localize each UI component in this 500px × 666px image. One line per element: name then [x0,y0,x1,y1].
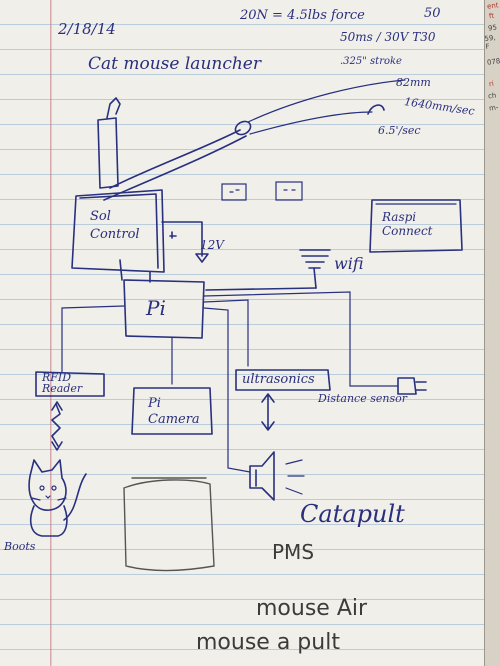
solenoid-rating: 50ms / 30V T30 [340,30,436,44]
speed-fps-spec: 6.5'/sec [378,124,421,137]
rfid-box [35,371,105,397]
raspi-connect-box [369,199,463,253]
stroke-spec: .325" stroke [340,56,402,67]
ultrasonics-box [235,369,331,431]
distance-spec: 82mm [396,76,431,89]
voltage-label: 12V [200,238,224,252]
pi-camera-box [131,387,213,435]
adjacent-page-edge: ent ft 95 59, F 078 ri ch m- [484,0,500,666]
force-spec: 20N = 4.5lbs force [240,8,365,23]
wifi-label: wifi [334,254,364,273]
solenoid-sketch [97,97,121,189]
sol-control-label: Sol Control [90,209,140,242]
note-mouse-air: mouse Air [256,596,368,621]
distance-sensor-label: Distance sensor [318,392,407,405]
note-pms: PMS [272,540,315,564]
cat-name-label: Boots [4,540,36,553]
pi-connections [61,291,399,473]
launcher-arm-sketch [103,79,406,201]
display-screen-sketch [123,477,215,572]
rfid-cat-link [51,401,63,451]
pi-label: Pi [146,296,166,320]
wifi-antenna [205,249,331,291]
power-plug-icon [397,377,427,395]
sol-control-box [71,189,165,273]
raspi-connect-label: Raspi Connect [382,210,433,238]
price-spec: 50 [424,6,441,21]
note-catapult: Catapult [300,500,405,528]
note-mouseapult: mouse a pult [196,630,340,655]
rfid-reader-label: RFID Reader [42,371,83,395]
notebook-page [0,0,484,666]
date-label: 2/18/14 [58,20,116,38]
connector-sketches [221,181,303,201]
pi-camera-label: Pi Camera [148,396,200,427]
pi-box [119,259,205,339]
power-12v-branch [161,221,209,263]
cat-sketch [28,459,87,537]
page-title: Cat mouse launcher [88,54,261,74]
ultrasonics-label: ultrasonics [242,372,315,387]
speaker-icon [249,451,305,501]
